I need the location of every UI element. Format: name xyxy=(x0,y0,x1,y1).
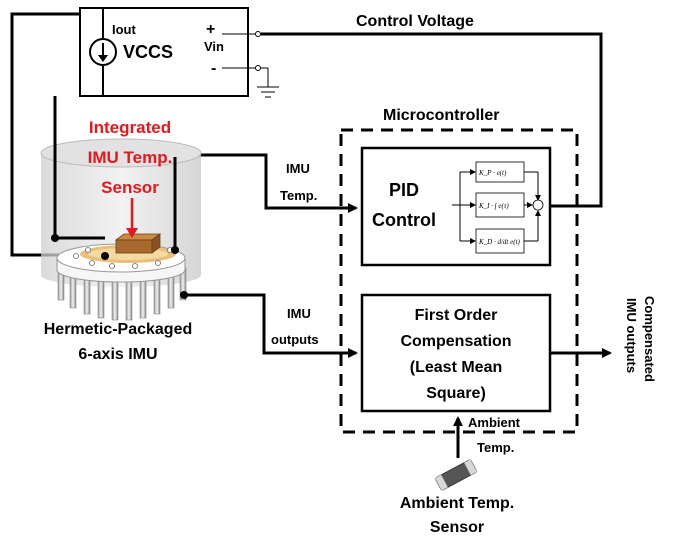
imu-package-label-2: 6-axis IMU xyxy=(78,346,157,363)
imu-outputs-label-2: outputs xyxy=(271,332,319,347)
vccs-label: VCCS xyxy=(123,42,173,62)
compensated-label-1: Compensated xyxy=(642,296,657,382)
pid-inner-diagram: K_P · e(t) K_I · ∫ e(τ) K_D · d/dt e(t) xyxy=(452,161,544,254)
imu-temp-label-1: IMU xyxy=(286,161,310,176)
sensor-label-3: Sensor xyxy=(101,178,159,197)
ground-icon xyxy=(257,67,279,98)
vin-plus-label: + xyxy=(206,21,215,38)
sensor-label-1: Integrated xyxy=(89,118,171,137)
summing-junction-icon xyxy=(532,199,544,211)
pid-term-i: K_I · ∫ e(τ) xyxy=(478,202,509,210)
compensation-block: First Order Compensation (Least Mean Squ… xyxy=(360,293,552,413)
ambient-in-label-1: Ambient xyxy=(468,415,521,430)
imu-package-illustration xyxy=(40,138,202,321)
vin-label: Vin xyxy=(204,39,224,54)
ambient-sensor-label-2: Sensor xyxy=(430,519,484,536)
ambient-in-label-2: Temp. xyxy=(477,440,514,455)
control-voltage-wire xyxy=(261,32,603,208)
imu-package-label-1: Hermetic-Packaged xyxy=(44,321,193,338)
compensation-line-2: Compensation xyxy=(400,333,511,350)
imu-outputs-wire xyxy=(184,293,358,358)
control-voltage-label: Control Voltage xyxy=(356,13,474,30)
iout-label: Iout xyxy=(112,22,136,37)
pid-term-p: K_P · e(t) xyxy=(478,169,507,177)
imu-outputs-label-1: IMU xyxy=(287,306,311,321)
sensor-label-2: IMU Temp. xyxy=(88,148,173,167)
vccs-block: Iout VCCS + Vin - xyxy=(79,7,249,97)
imu-pins xyxy=(57,267,187,321)
compensation-line-4: Square) xyxy=(426,385,486,402)
microcontroller-box xyxy=(339,128,579,434)
ambient-sensor-chip-icon xyxy=(434,459,478,491)
compensation-line-3: (Least Mean xyxy=(410,359,502,376)
compensation-line-1: First Order xyxy=(415,307,498,324)
vin-minus-label: - xyxy=(211,60,216,77)
pid-label-1: PID xyxy=(389,180,419,200)
ambient-sensor-label-1: Ambient Temp. xyxy=(400,495,514,512)
microcontroller-label: Microcontroller xyxy=(383,107,499,124)
pid-label-2: Control xyxy=(372,210,436,230)
imu-temp-label-2: Temp. xyxy=(280,188,317,203)
imu-temp-wire xyxy=(175,153,358,213)
compensated-label-2: IMU outputs xyxy=(624,298,639,373)
pid-block: PID Control K_P · e(t) K_I · ∫ e(τ) K_D … xyxy=(360,146,552,267)
pid-term-d: K_D · d/dt e(t) xyxy=(478,238,520,246)
imu-chip-icon xyxy=(114,233,162,254)
